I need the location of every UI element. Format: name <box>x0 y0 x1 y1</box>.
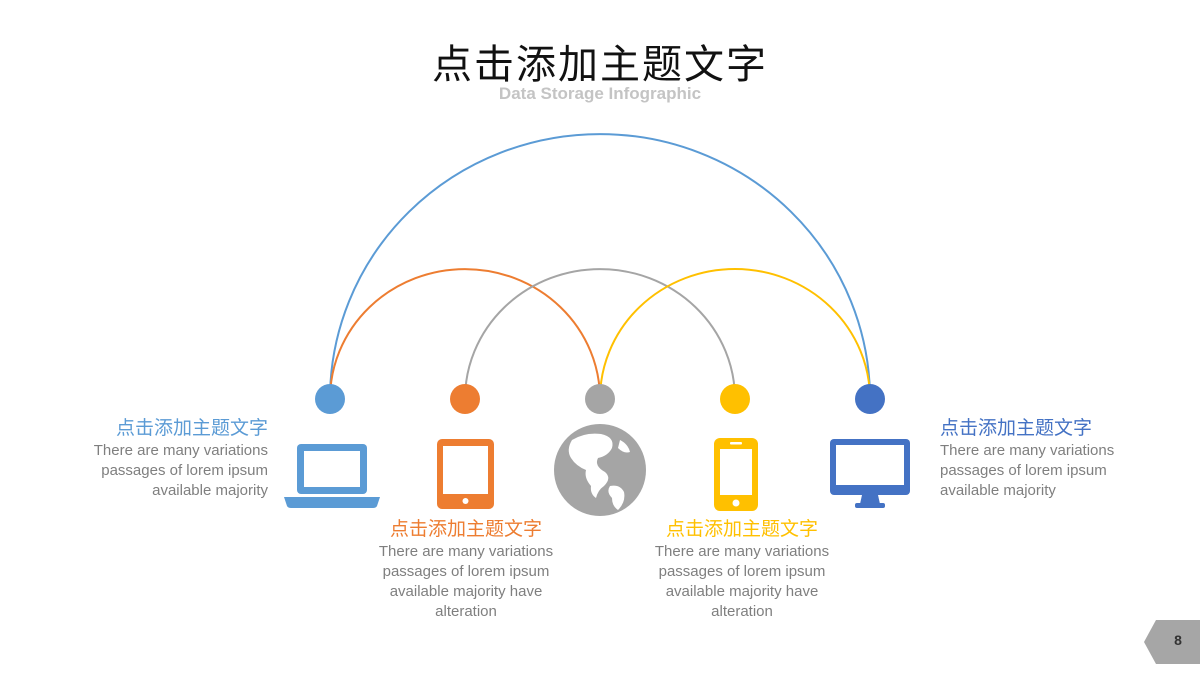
block-line: passages of lorem ipsum <box>940 462 1107 479</box>
info-block-monitor: 点击添加主题文字 There are many variations passa… <box>940 415 1160 501</box>
block-line: passages of lorem ipsum <box>658 563 826 580</box>
node-dot-tablet <box>450 384 480 414</box>
block-line: available majority <box>152 482 268 499</box>
monitor-icon <box>830 439 910 508</box>
info-block-tablet: 点击添加主题文字 There are many variations passa… <box>356 516 576 622</box>
block-line: alteration <box>711 603 773 620</box>
block-line: passages of lorem ipsum <box>382 563 550 580</box>
node-dot-monitor <box>855 384 885 414</box>
block-body: There are many variations passages of lo… <box>356 542 576 622</box>
arc-tablet-smartphone <box>464 268 736 400</box>
page-title: 点击添加主题文字 <box>432 42 768 88</box>
block-heading: 点击添加主题文字 <box>665 518 818 540</box>
page-subtitle: Data Storage Infographic <box>498 84 702 103</box>
block-line: available majority have <box>389 583 543 600</box>
block-body: There are many variations passages of lo… <box>632 542 852 622</box>
smartphone-icon <box>714 438 758 511</box>
block-line: There are many variations <box>93 442 268 459</box>
page-number-badge: 8 <box>1144 620 1200 664</box>
block-line: passages of lorem ipsum <box>101 462 268 479</box>
laptop-icon <box>284 444 380 508</box>
globe-icon <box>554 424 646 516</box>
arc-laptop-monitor <box>329 133 871 400</box>
block-line: There are many variations <box>378 543 554 560</box>
block-line: available majority <box>940 482 1056 499</box>
hexagon-badge-icon <box>1144 620 1200 664</box>
block-heading: 点击添加主题文字 <box>940 417 1093 439</box>
block-heading: 点击添加主题文字 <box>389 518 542 540</box>
block-line: There are many variations <box>654 543 830 560</box>
block-line: There are many variations <box>940 442 1115 459</box>
node-dot-laptop <box>315 384 345 414</box>
arc-globe-monitor <box>599 268 871 400</box>
tablet-icon <box>437 439 494 509</box>
block-heading: 点击添加主题文字 <box>115 417 268 439</box>
node-dot-globe <box>585 384 615 414</box>
block-line: available majority have <box>665 583 819 600</box>
arc-laptop-globe <box>329 268 601 400</box>
node-dot-smartphone <box>720 384 750 414</box>
block-line: alteration <box>435 603 497 620</box>
page-number: 8 <box>1174 632 1182 648</box>
info-block-smartphone: 点击添加主题文字 There are many variations passa… <box>632 516 852 622</box>
info-block-laptop: 点击添加主题文字 There are many variations passa… <box>60 415 268 501</box>
block-body: There are many variations passages of lo… <box>940 441 1160 501</box>
block-body: There are many variations passages of lo… <box>60 441 268 501</box>
